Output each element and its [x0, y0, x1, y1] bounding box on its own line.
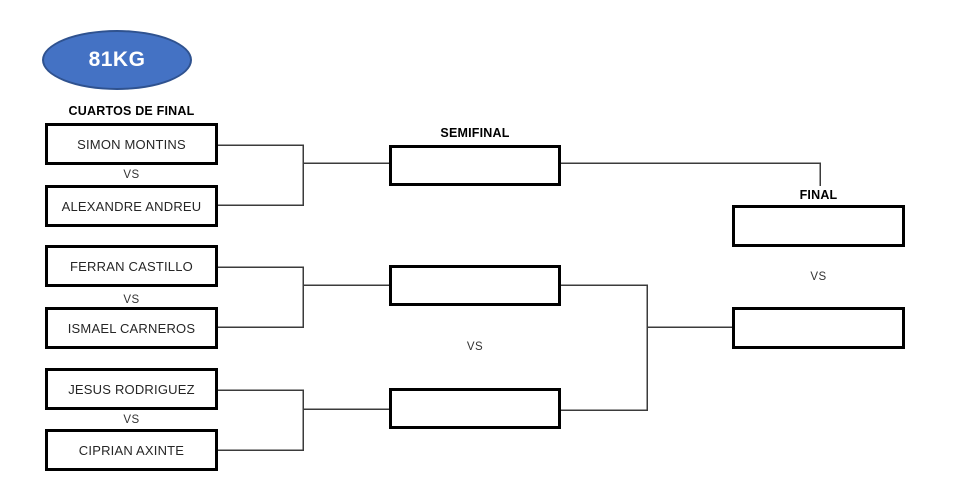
qf-match1-player1-box: SIMON MONTINS	[45, 123, 218, 165]
round-title-final: FINAL	[799, 188, 838, 202]
final-vs-label: VS	[810, 271, 827, 283]
weight-class-label: 81KG	[88, 48, 146, 71]
semifinal-slot2-box	[389, 265, 561, 306]
qf-match3-player2-box: CIPRIAN AXINTE	[45, 429, 218, 471]
player-name: ISMAEL CARNEROS	[67, 320, 196, 336]
player-name: FERRAN CASTILLO	[70, 258, 193, 274]
round-title-quarterfinals: CUARTOS DE FINAL	[68, 104, 195, 118]
qf-match1-bracket-line	[218, 144, 304, 206]
qf-match2-player1-box: FERRAN CASTILLO	[45, 245, 218, 287]
qf-match2-bracket-line	[218, 266, 304, 328]
qf-match2-vs-label: VS	[123, 294, 140, 306]
player-name: CIPRIAN AXINTE	[78, 442, 185, 458]
player-name: ALEXANDRE ANDREU	[61, 198, 202, 214]
final-slot1-box	[732, 205, 905, 247]
semifinal1-to-final-line	[561, 162, 821, 186]
final-slot2-box	[732, 307, 905, 349]
semifinal-slot3-box	[389, 388, 561, 429]
round-title-semifinal: SEMIFINAL	[440, 126, 510, 140]
player-name: JESUS RODRIGUEZ	[68, 381, 195, 397]
qf-match3-vs-label: VS	[123, 414, 140, 426]
semifinal-merge-bracket-line	[561, 284, 648, 411]
qf-match1-vs-label: VS	[123, 169, 140, 181]
qf-match3-bracket-line	[218, 389, 304, 451]
qf-match3-player1-box: JESUS RODRIGUEZ	[45, 368, 218, 410]
weight-class-badge: 81KG	[42, 30, 192, 90]
qf-match2-player2-box: ISMAEL CARNEROS	[45, 307, 218, 349]
player-name: SIMON MONTINS	[77, 136, 186, 152]
qf-match1-player2-box: ALEXANDRE ANDREU	[45, 185, 218, 227]
semifinal-vs-label: VS	[466, 341, 484, 353]
semifinal-slot1-box	[389, 145, 561, 186]
